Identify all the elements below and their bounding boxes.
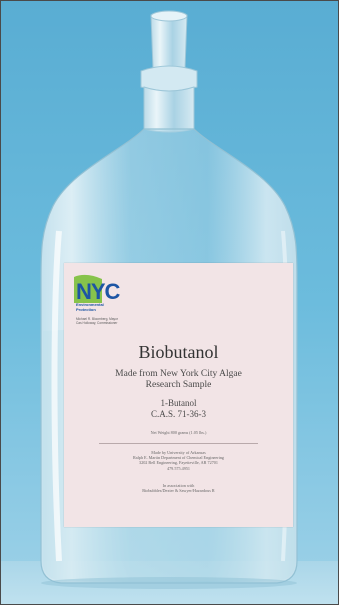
nyc-logo: NYC Environmental Protection (72, 273, 152, 313)
cas-number: C.A.S. 71-36-3 (150, 409, 206, 419)
svg-text:Environmental: Environmental (76, 302, 104, 307)
maker-line-4: 479.575.4951 (166, 465, 191, 471)
label-divider (99, 443, 258, 444)
maker-line-1: Made by University of Arkansas (151, 450, 206, 455)
mayor-line-1: Michael R. Bloomberg, Mayor (76, 317, 118, 321)
mayor-credit: Michael R. Bloomberg, Mayor Cas Holloway… (76, 317, 156, 325)
product-title: Biobutanol (138, 342, 219, 362)
svg-text:NYC: NYC (76, 279, 121, 304)
mayor-line-2: Cas Holloway, Commissioner (76, 321, 118, 326)
assoc-line-2: Biobubbles/Dexter & Sawyer/Hazardous R (142, 488, 215, 494)
bottle-label: NYC Environmental Protection Michael R. … (64, 263, 293, 527)
origin-line-2: Research Sample (145, 380, 212, 390)
net-weight: Net Weight 800 grams (1.05 lbs.) (150, 430, 207, 435)
chemical-name: 1-Butanol (160, 398, 197, 408)
association-info: In association with Biobubbles/Dexter & … (64, 483, 293, 493)
origin-line-1: Made from New York City Algae (115, 369, 242, 379)
maker-line-3: 3202 Bell Engineering, Fayetteville, AR … (139, 460, 218, 466)
origin-text: Made from New York City Algae Research S… (64, 369, 293, 391)
maker-info: Made by University of Arkansas Ralph E. … (64, 450, 293, 471)
chemical-id: 1-Butanol C.A.S. 71-36-3 (64, 398, 293, 420)
maker-line-2: Ralph E. Martin Department of Chemical E… (132, 455, 225, 461)
svg-text:Protection: Protection (76, 307, 96, 312)
assoc-line-1: In association with (162, 483, 195, 488)
